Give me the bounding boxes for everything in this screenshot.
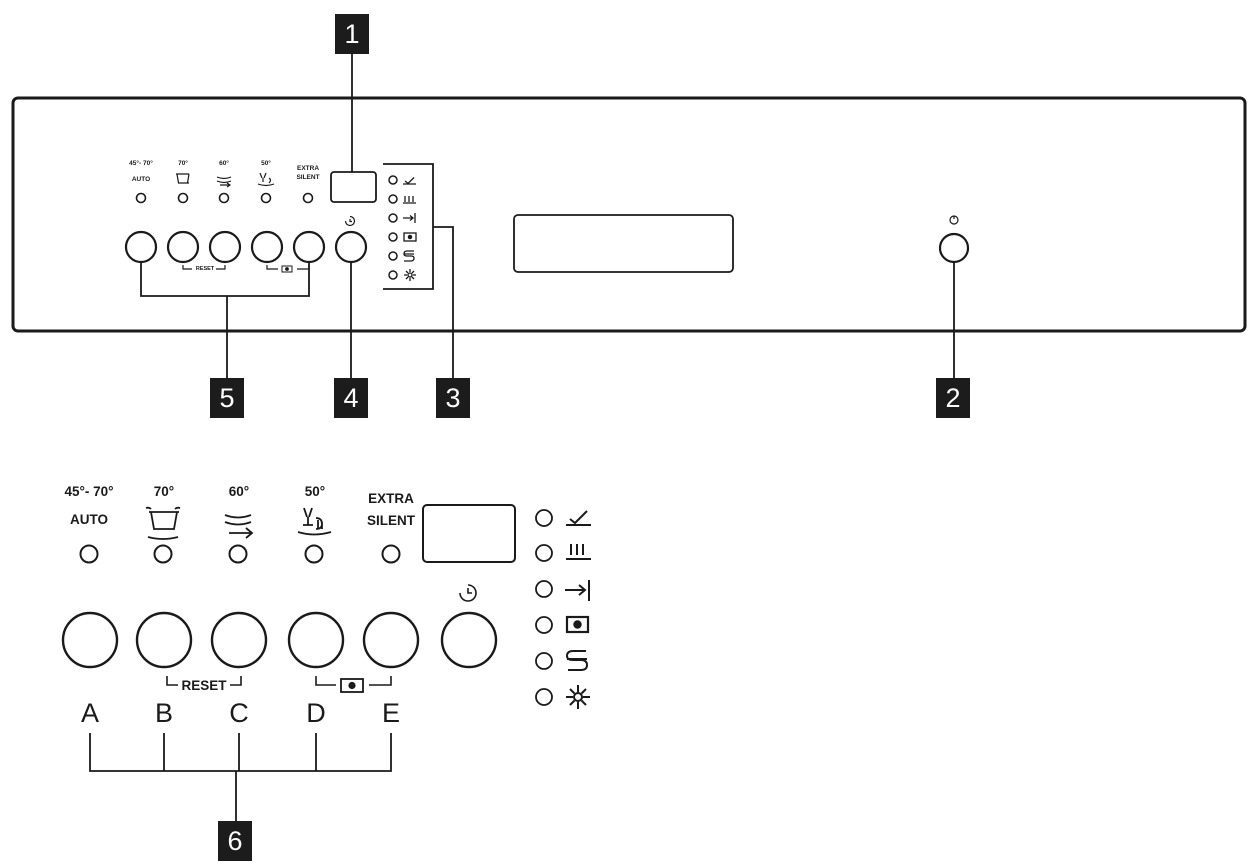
callout-5: 5 [210,378,244,418]
small-salt-icon [403,250,415,262]
program-buttons-bracket [140,262,310,297]
detail-button-b[interactable] [135,611,193,669]
detail-delay-button[interactable] [440,611,498,669]
callout-1: 1 [335,14,369,54]
small-program-leds [135,192,314,204]
detail-pot-icon [145,506,181,540]
detail-eco-icon [224,514,254,539]
small-led-d [260,192,272,204]
small-glass-icon [257,172,275,187]
label-70: 70° [153,484,175,499]
small-reset-label: RESET [195,266,215,272]
reset-label: RESET [181,678,227,693]
letter-b: B [154,698,173,728]
leader-line-3 [433,226,454,378]
rinse-aid-icon [566,544,591,560]
label-60: 60° [228,484,250,499]
small-label-extra: EXTRA [296,165,320,172]
label-auto-temp: 45°- 70° [64,484,114,499]
detail-program-leds [79,544,401,564]
delay-arrow-icon [565,580,590,601]
control-panel-outline [11,96,1247,333]
small-timer-icon [344,215,356,227]
letter-d: D [306,698,326,728]
label-extra: EXTRA [368,491,414,506]
main-display-window [513,214,734,273]
detail-glass-icon [297,507,332,536]
small-led-a [135,192,147,204]
small-indicator-leds [388,175,398,280]
detail-letters-bracket [89,733,392,821]
callout-4: 4 [334,378,368,418]
small-power-button[interactable] [938,232,970,264]
detail-button-d[interactable] [287,611,345,669]
small-button-c[interactable] [208,230,242,264]
small-button-e[interactable] [292,230,326,264]
small-led-c [218,192,230,204]
salt-icon [565,650,589,671]
small-label-60: 60° [219,160,229,167]
small-reset-bracket [182,265,226,270]
small-label-50: 50° [261,160,271,167]
small-button-a[interactable] [124,230,158,264]
letter-c: C [229,698,249,728]
detail-halfload-bracket [315,676,392,686]
letter-e: E [381,698,400,728]
half-load-icon [565,615,590,634]
label-50: 50° [304,484,326,499]
callout-6: 6 [218,821,252,861]
detail-indicator-leds [535,509,553,706]
small-display-window [330,171,377,203]
small-pot-icon [176,173,190,184]
small-led-e [302,192,314,204]
small-wash-end-icon [403,177,416,185]
small-button-d[interactable] [250,230,284,264]
callout-2: 2 [936,378,970,418]
detail-timer-icon [459,584,477,602]
small-halfload-icon [403,232,417,242]
detail-button-a[interactable] [61,611,119,669]
small-delay-button[interactable] [334,230,368,264]
small-label-auto-temp: 45°- 70° [129,160,153,167]
small-label-70: 70° [178,160,188,167]
small-eco-icon [216,176,232,188]
small-rinse-icon [403,196,416,204]
sun-dry-icon [566,685,590,709]
small-delay-icon [403,213,416,223]
small-label-silent: SILENT [296,174,320,181]
small-label-auto-name: AUTO [131,176,151,183]
detail-button-c[interactable] [210,611,268,669]
callout-3: 3 [436,378,470,418]
wash-end-icon [566,510,591,526]
label-silent: SILENT [366,513,415,528]
label-auto-name: AUTO [69,512,108,527]
detail-button-e[interactable] [362,611,420,669]
detail-reset-bracket [166,676,242,686]
detail-display-window [422,504,516,563]
small-button-b[interactable] [166,230,200,264]
small-sun-icon [404,269,416,281]
small-led-b [177,192,189,204]
letter-a: A [80,698,99,728]
